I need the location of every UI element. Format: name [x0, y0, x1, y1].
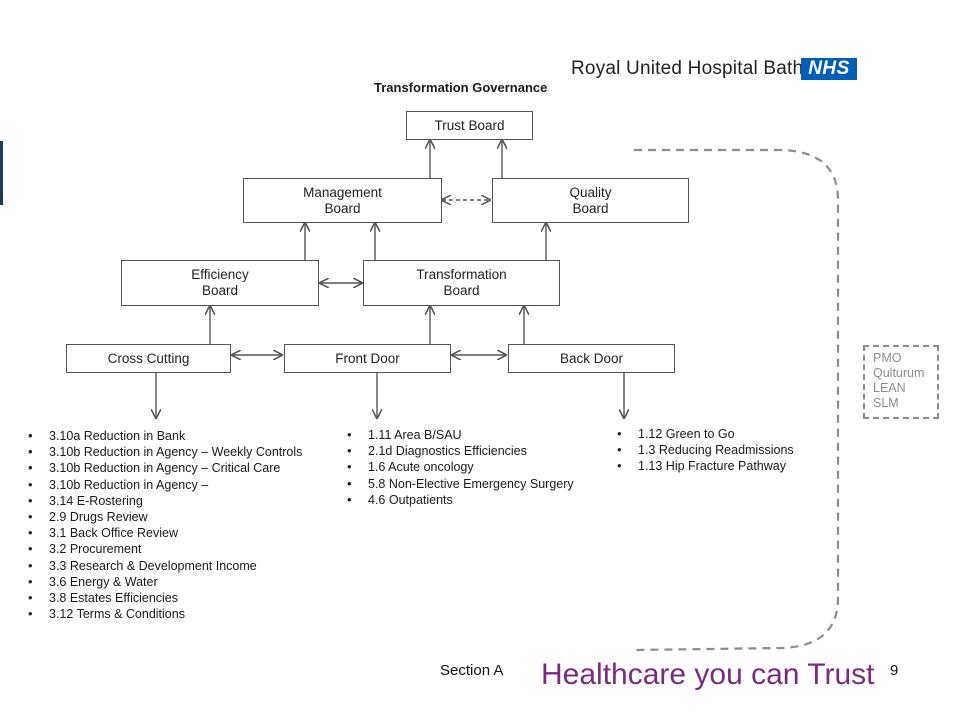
transformation-board-box: Transformation Board: [363, 260, 560, 306]
list-item: 1.11 Area B/SAU: [344, 427, 574, 443]
list-item: 3.3 Research & Development Income: [25, 558, 302, 574]
list-item: 3.8 Estates Efficiencies: [25, 590, 302, 606]
page-number: 9: [890, 662, 899, 679]
list-item: 3.10b Reduction in Agency –: [25, 477, 302, 493]
diagram-title: Transformation Governance: [374, 80, 548, 95]
left-accent-bar: [0, 141, 3, 205]
list-item: 3.2 Procurement: [25, 541, 302, 557]
section-label: Section A: [440, 662, 504, 679]
trust-board-box: Trust Board: [406, 111, 533, 140]
support-tool-item: PMO: [873, 351, 902, 365]
back-door-box: Back Door: [508, 344, 675, 373]
support-tool-item: Qulturum: [873, 366, 925, 380]
front-door-box: Front Door: [284, 344, 451, 373]
list-item: 3.12 Terms & Conditions: [25, 606, 302, 622]
management-board-box: Management Board: [243, 178, 442, 223]
quality-board-box: Quality Board: [492, 178, 689, 223]
tagline: Healthcare you can Trust: [541, 658, 875, 691]
support-tool-item: SLM: [873, 396, 899, 410]
list-item: 1.3 Reducing Readmissions: [614, 442, 794, 458]
list-item: 2.1d Diagnostics Efficiencies: [344, 443, 574, 459]
list-item: 2.9 Drugs Review: [25, 509, 302, 525]
list-item: 3.10b Reduction in Agency – Critical Car…: [25, 460, 302, 476]
cross-cutting-box: Cross Cutting: [66, 344, 231, 373]
efficiency-board-box: Efficiency Board: [121, 260, 319, 306]
support-tools-box: PMO Qulturum LEAN SLM: [863, 345, 939, 419]
list-item: 1.13 Hip Fracture Pathway: [614, 458, 794, 474]
nhs-logo: NHS: [801, 58, 857, 80]
list-item: 3.10b Reduction in Agency – Weekly Contr…: [25, 444, 302, 460]
list-item: 5.8 Non-Elective Emergency Surgery: [344, 476, 574, 492]
hospital-name: Royal United Hospital Bath: [571, 58, 804, 79]
back-door-list: 1.12 Green to Go 1.3 Reducing Readmissio…: [614, 426, 794, 475]
dashed-bracket: [633, 148, 840, 652]
front-door-list: 1.11 Area B/SAU 2.1d Diagnostics Efficie…: [344, 427, 574, 508]
cross-cutting-list: 3.10a Reduction in Bank 3.10b Reduction …: [25, 428, 302, 623]
list-item: 3.14 E-Rostering: [25, 493, 302, 509]
support-tool-item: LEAN: [873, 381, 906, 395]
list-item: 1.6 Acute oncology: [344, 459, 574, 475]
list-item: 4.6 Outpatients: [344, 492, 574, 508]
list-item: 1.12 Green to Go: [614, 426, 794, 442]
list-item: 3.6 Energy & Water: [25, 574, 302, 590]
list-item: 3.10a Reduction in Bank: [25, 428, 302, 444]
list-item: 3.1 Back Office Review: [25, 525, 302, 541]
